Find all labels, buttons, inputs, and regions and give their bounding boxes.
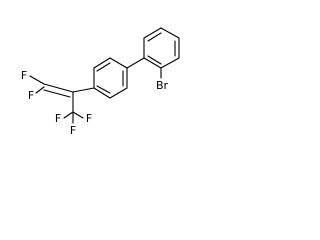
bond [160, 27, 180, 39]
atom-label-br: Br [156, 79, 169, 92]
bond [29, 75, 45, 85]
bond [143, 27, 162, 39]
bond [63, 111, 74, 119]
bond [35, 86, 45, 94]
bond [93, 57, 111, 69]
bond [109, 57, 128, 69]
atom-label-f: F [70, 124, 76, 137]
double-bond-inner [147, 32, 162, 42]
bond [160, 57, 180, 69]
structure-canvas: F F F F F Br [0, 0, 218, 161]
bond [143, 57, 162, 69]
bond [126, 57, 145, 69]
atom-label-f: F [28, 89, 34, 102]
double-bond-inner [96, 62, 111, 72]
atom-label-f: F [55, 112, 61, 125]
double-bond-inner [96, 85, 111, 94]
double-bond-inner [147, 55, 162, 65]
double-bond-inner [43, 89, 71, 98]
bond [43, 83, 74, 93]
bond [93, 87, 111, 99]
bond [72, 87, 95, 93]
bond [109, 87, 128, 99]
molecule-drawing: F F F F F Br [21, 27, 180, 137]
atom-label-f: F [21, 69, 27, 82]
atom-label-f: F [86, 112, 92, 125]
bond [72, 111, 84, 119]
